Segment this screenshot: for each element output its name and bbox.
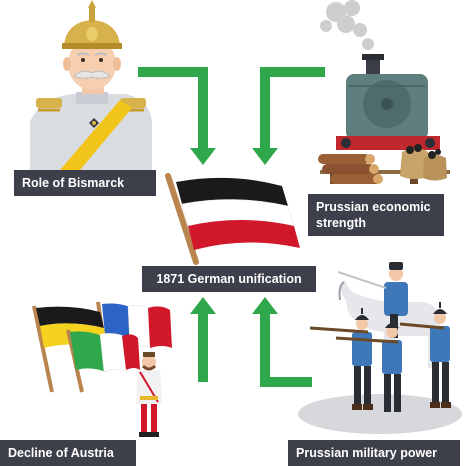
factor-label-economic: Prussian economic strength bbox=[308, 194, 444, 236]
steam-locomotive-icon bbox=[318, 0, 450, 184]
center-label-unification: 1871 German unification bbox=[142, 266, 316, 292]
arrow-from-bismarck bbox=[138, 67, 216, 165]
bismarck-portrait-icon bbox=[30, 0, 152, 170]
austrian-officer bbox=[136, 352, 162, 437]
arrow-from-military bbox=[252, 297, 312, 387]
german-imperial-flag-icon bbox=[165, 173, 300, 265]
factor-label-bismarck: Role of Bismarck bbox=[14, 170, 156, 196]
flags-and-austrian-officer-icon bbox=[32, 301, 172, 437]
prussian-soldiers-icon bbox=[298, 262, 462, 434]
arrows bbox=[138, 67, 325, 387]
infantry-soldier bbox=[335, 316, 402, 412]
factor-label-austria: Decline of Austria bbox=[0, 440, 136, 466]
arrow-from-economic bbox=[252, 67, 325, 165]
coal-sacks bbox=[400, 144, 447, 181]
infantry-soldier bbox=[399, 302, 451, 408]
log-pile bbox=[318, 154, 383, 184]
factor-label-military: Prussian military power bbox=[288, 440, 460, 466]
italian-flag bbox=[66, 329, 140, 393]
arrow-from-austria bbox=[190, 297, 216, 382]
